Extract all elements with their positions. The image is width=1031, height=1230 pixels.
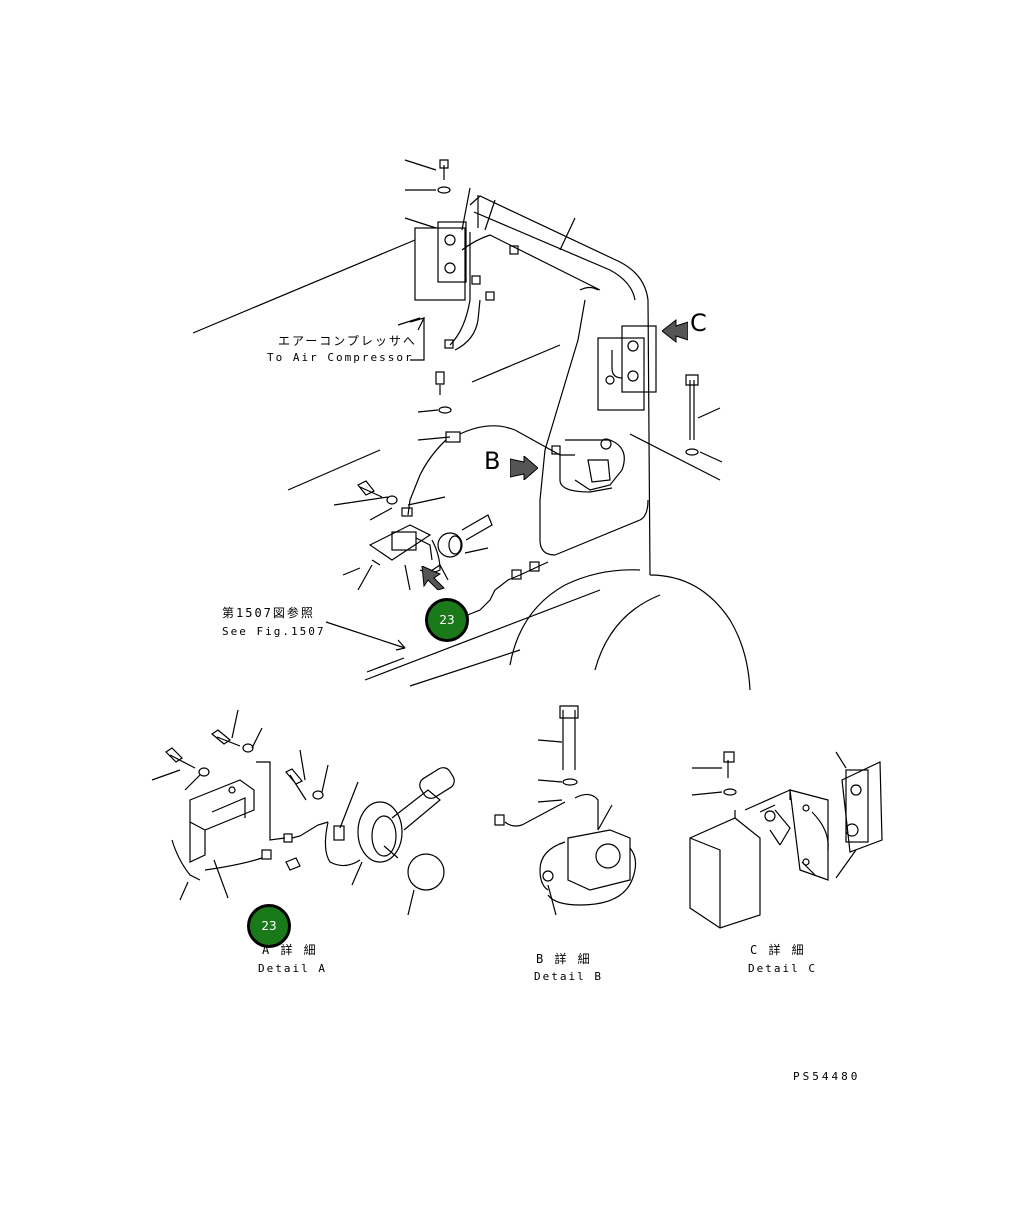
detail-a-caption-en: Detail A (258, 962, 327, 975)
detail-c-caption-en: Detail C (748, 962, 817, 975)
air-compressor-label-en: To Air Compressor (267, 351, 414, 364)
detail-a-drawing (151, 709, 455, 916)
lower-harness (325, 561, 549, 651)
b-assembly-main (407, 371, 625, 516)
see-fig-label-jp: 第1507図参照 (222, 606, 315, 620)
view-arrow-b-icon (510, 456, 538, 480)
air-compressor-label-jp: エアーコンプレッサへ (278, 334, 417, 348)
part-badge-detail-a[interactable]: 23 (247, 904, 291, 948)
detail-b-drawing (494, 705, 637, 916)
horn-assembly-main (333, 480, 493, 591)
air-compressor-leader (397, 317, 426, 361)
detail-c-drawing (689, 751, 883, 929)
view-arrow-a-icon (420, 566, 446, 590)
view-letter-c: C (690, 309, 707, 337)
cab-outline (192, 195, 751, 691)
view-letter-b: B (484, 447, 501, 475)
see-fig-label-en: See Fig.1507 (222, 625, 326, 638)
detail-b-caption-jp: B 詳 細 (536, 952, 592, 966)
detail-b-caption-en: Detail B (534, 970, 603, 983)
lamp-assembly-top (404, 159, 601, 351)
part-badge-main[interactable]: 23 (425, 598, 469, 642)
view-arrow-c-icon (662, 318, 688, 344)
detail-a-caption-jp: A 詳 細 (262, 943, 318, 957)
detail-c-caption-jp: C 詳 細 (750, 943, 806, 957)
drawing-code: PS54480 (793, 1070, 861, 1083)
lamp-assembly-c (597, 325, 723, 463)
